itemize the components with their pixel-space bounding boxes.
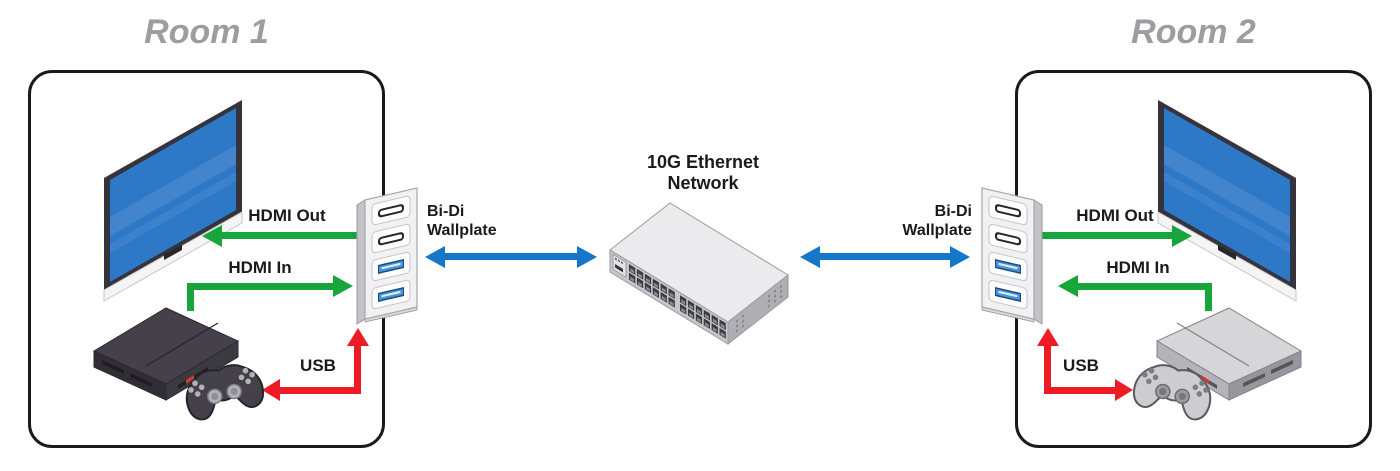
room2-hdmi-out-label: HDMI Out [1076,206,1154,225]
ethernet-switch-icon [606,196,796,351]
room2-hdmi-in-label: HDMI In [1106,258,1170,277]
room1-hdmi-in-arrow [187,283,334,290]
room1-title: Room 1 [144,13,269,51]
room1-gamepad-icon [176,356,273,433]
network-label: 10G Ethernet Network [603,152,803,194]
room2-network-arrowhead-left [800,246,820,268]
room2-wallplate-label: Bi-Di Wallplate [852,202,972,240]
room1-tv-icon [98,92,248,309]
room1-wallplate-icon [352,186,422,333]
room1-hdmi-in-arrowhead [333,275,353,297]
room2-wallplate-label-line1: Bi-Di [934,203,972,220]
room2-usb-arrow-vertical [1044,345,1051,394]
room2-usb-arrow-horizontal [1044,387,1116,394]
room1-usb-arrowhead-up [347,328,369,346]
room2-wallplate-icon [977,186,1047,333]
room2-wallplate-label-line2: Wallplate [902,222,972,239]
room2-usb-arrowhead-right [1115,379,1133,401]
room2-title: Room 2 [1131,13,1256,51]
room2-tv-icon [1152,92,1302,309]
room1-usb-arrow-horizontal [280,387,361,394]
room1-game-console-icon [90,304,245,409]
room1-usb-arrowhead-left [262,379,280,401]
room2-hdmi-in-arrow-stub [1205,283,1212,311]
room1-hdmi-in-label: HDMI In [228,258,292,277]
room1-wallplate-label-line1: Bi-Di [427,203,465,220]
room1-network-arrow [444,253,578,260]
room2-game-console-icon [1150,304,1305,409]
room2-usb-arrowhead-up [1037,328,1059,346]
room1-wallplate-label-line2: Wallplate [427,222,497,239]
room1-hdmi-out-arrow [221,232,360,239]
room2-hdmi-out-arrow [1040,232,1173,239]
room1-wallplate-label: Bi-Di Wallplate [427,202,547,240]
room2-network-arrow [819,253,951,260]
room1-hdmi-out-label: HDMI Out [248,206,326,225]
network-label-line1: 10G Ethernet [646,152,760,172]
room1-usb-arrow-vertical [354,345,361,394]
network-label-line2: Network [667,173,739,193]
room1-hdmi-in-arrow-stub [187,283,194,311]
room2-hdmi-in-arrow [1077,283,1212,290]
room2-usb-label: USB [1063,356,1099,375]
room2-hdmi-out-arrowhead [1172,225,1192,247]
room1-usb-label: USB [300,356,336,375]
room2-hdmi-in-arrowhead [1058,275,1078,297]
room1-network-arrowhead-right [577,246,597,268]
room2-network-arrowhead-right [950,246,970,268]
room1-hdmi-out-arrowhead [202,225,222,247]
room2-gamepad-icon [1124,356,1221,433]
room1-network-arrowhead-left [425,246,445,268]
